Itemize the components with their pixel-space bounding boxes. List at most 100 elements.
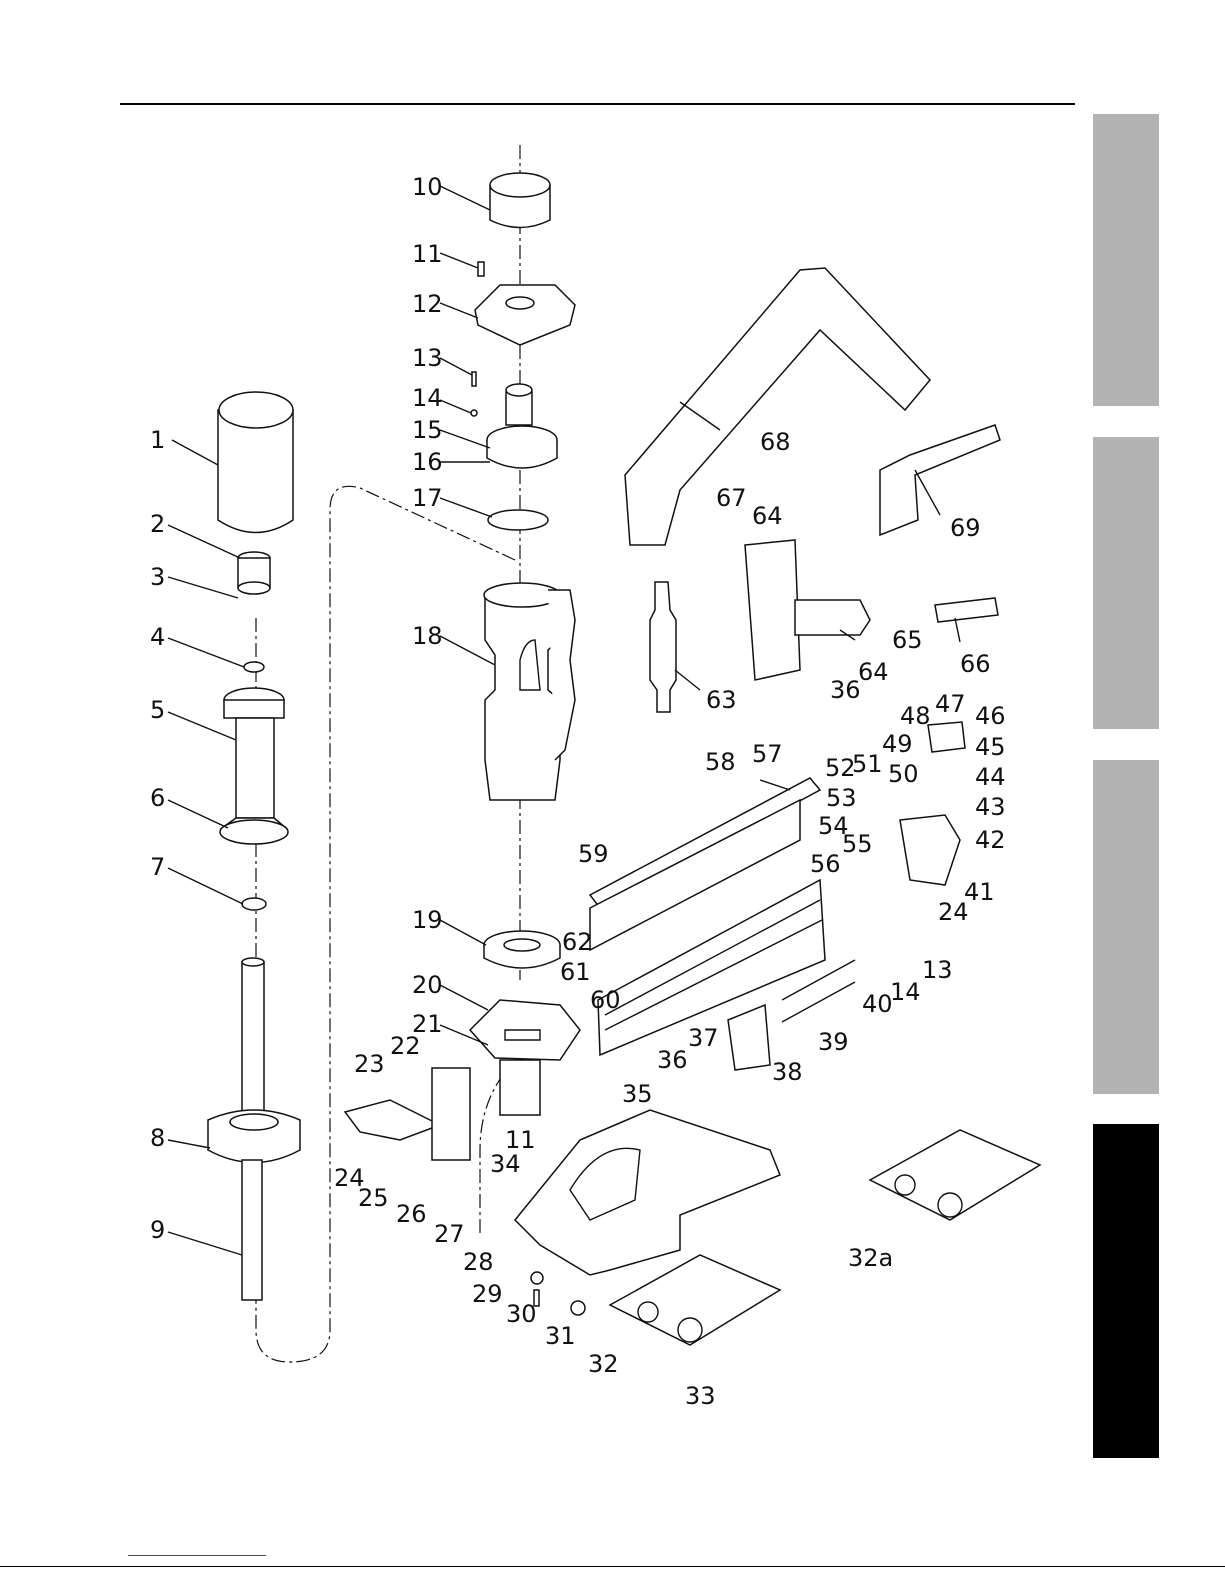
part-38-pusher xyxy=(728,1005,770,1070)
callout-40: 40 xyxy=(862,990,893,1018)
part-65-rear-cap xyxy=(745,540,870,680)
callout-64: 64 xyxy=(752,502,783,530)
part-11-screw xyxy=(478,262,484,276)
callout-20: 20 xyxy=(412,971,443,999)
part-20-21-nose-base xyxy=(470,1000,580,1115)
callout-41: 41 xyxy=(964,878,995,906)
part-29-nut xyxy=(531,1272,543,1284)
callout-23: 23 xyxy=(354,1050,385,1078)
callout-69: 69 xyxy=(950,514,981,542)
callout-49: 49 xyxy=(882,730,913,758)
callout-58: 58 xyxy=(705,748,736,776)
callout-32: 32 xyxy=(588,1350,619,1378)
callout-61: 61 xyxy=(560,958,591,986)
callout-32a: 32a xyxy=(848,1244,893,1272)
callout-66: 66 xyxy=(960,650,991,678)
callout-37: 37 xyxy=(688,1024,719,1052)
callout-13b: 13 xyxy=(922,956,953,984)
callout-11b: 11 xyxy=(505,1126,536,1154)
callout-60: 60 xyxy=(590,986,621,1014)
callout-42: 42 xyxy=(975,826,1006,854)
part-10-cap xyxy=(490,173,550,228)
callout-46: 46 xyxy=(975,702,1006,730)
callout-47: 47 xyxy=(935,690,966,718)
callout-57: 57 xyxy=(752,740,783,768)
assembly-loop-line xyxy=(256,486,515,1362)
callout-48: 48 xyxy=(900,702,931,730)
callout-17: 17 xyxy=(412,484,443,512)
callout-9: 9 xyxy=(150,1216,165,1244)
callout-5: 5 xyxy=(150,696,165,724)
callout-13: 13 xyxy=(412,344,443,372)
callout-26: 26 xyxy=(396,1200,427,1228)
callout-44: 44 xyxy=(975,763,1006,791)
callout-36: 36 xyxy=(657,1046,688,1074)
callout-33: 33 xyxy=(685,1382,716,1410)
part-31-nut xyxy=(571,1301,585,1315)
part-14-ball xyxy=(471,410,477,416)
callout-27: 27 xyxy=(434,1220,465,1248)
part-19-bumper xyxy=(484,931,560,968)
callout-38: 38 xyxy=(772,1058,803,1086)
part-63-gasket xyxy=(650,582,676,712)
callout-19: 19 xyxy=(412,906,443,934)
callout-59: 59 xyxy=(578,840,609,868)
part-28-base xyxy=(515,1110,780,1275)
callout-10: 10 xyxy=(412,173,443,201)
callout-51: 51 xyxy=(852,750,883,778)
part-32-base-plate xyxy=(610,1255,780,1345)
part-66-air-fitting xyxy=(935,598,998,622)
callout-1: 1 xyxy=(150,426,165,454)
part-17-gasket xyxy=(488,510,548,530)
callout-22: 22 xyxy=(390,1032,421,1060)
callout-68: 68 xyxy=(760,428,791,456)
callout-64b: 64 xyxy=(858,658,889,686)
callout-39: 39 xyxy=(818,1028,849,1056)
callout-65: 65 xyxy=(892,626,923,654)
callout-56: 56 xyxy=(810,850,841,878)
callout-6: 6 xyxy=(150,784,165,812)
callout-18: 18 xyxy=(412,622,443,650)
callout-35: 35 xyxy=(622,1080,653,1108)
callout-7: 7 xyxy=(150,853,165,881)
part-15-16-valve xyxy=(487,384,557,468)
part-1-cylinder xyxy=(218,392,293,533)
callout-36b: 36 xyxy=(830,676,861,704)
part-12-top-cover xyxy=(475,285,575,345)
part-2-3-sleeve xyxy=(238,552,270,594)
callout-67: 67 xyxy=(716,484,747,512)
callout-55: 55 xyxy=(842,830,873,858)
part-46-button xyxy=(928,722,965,752)
part-69-mallet xyxy=(880,425,1000,535)
part-26-guide xyxy=(432,1068,470,1160)
callout-8: 8 xyxy=(150,1124,165,1152)
callout-3: 3 xyxy=(150,563,165,591)
part-41-latch xyxy=(900,815,960,885)
part-5-6-piston xyxy=(220,688,288,844)
callout-29: 29 xyxy=(472,1280,503,1308)
callout-12: 12 xyxy=(412,290,443,318)
callout-62: 62 xyxy=(562,928,593,956)
callout-15: 15 xyxy=(412,416,443,444)
callout-28: 28 xyxy=(463,1248,494,1276)
callout-11: 11 xyxy=(412,240,443,268)
part-32a-base-plate xyxy=(870,1130,1040,1220)
callout-4: 4 xyxy=(150,623,165,651)
callout-43: 43 xyxy=(975,793,1006,821)
callout-50: 50 xyxy=(888,760,919,788)
callout-25: 25 xyxy=(358,1184,389,1212)
callout-14: 14 xyxy=(412,384,443,412)
callout-16: 16 xyxy=(412,448,443,476)
callout-31: 31 xyxy=(545,1322,576,1350)
part-4-o-ring xyxy=(244,662,264,672)
callout-53: 53 xyxy=(826,784,857,812)
part-18-housing xyxy=(484,583,575,800)
part-7-o-ring xyxy=(242,898,266,910)
callout-14b: 14 xyxy=(890,978,921,1006)
part-23-plate xyxy=(345,1100,440,1140)
callout-52: 52 xyxy=(825,754,856,782)
callout-30: 30 xyxy=(506,1300,537,1328)
callout-34: 34 xyxy=(490,1150,521,1178)
callout-2: 2 xyxy=(150,510,165,538)
part-13-pin xyxy=(472,372,476,386)
